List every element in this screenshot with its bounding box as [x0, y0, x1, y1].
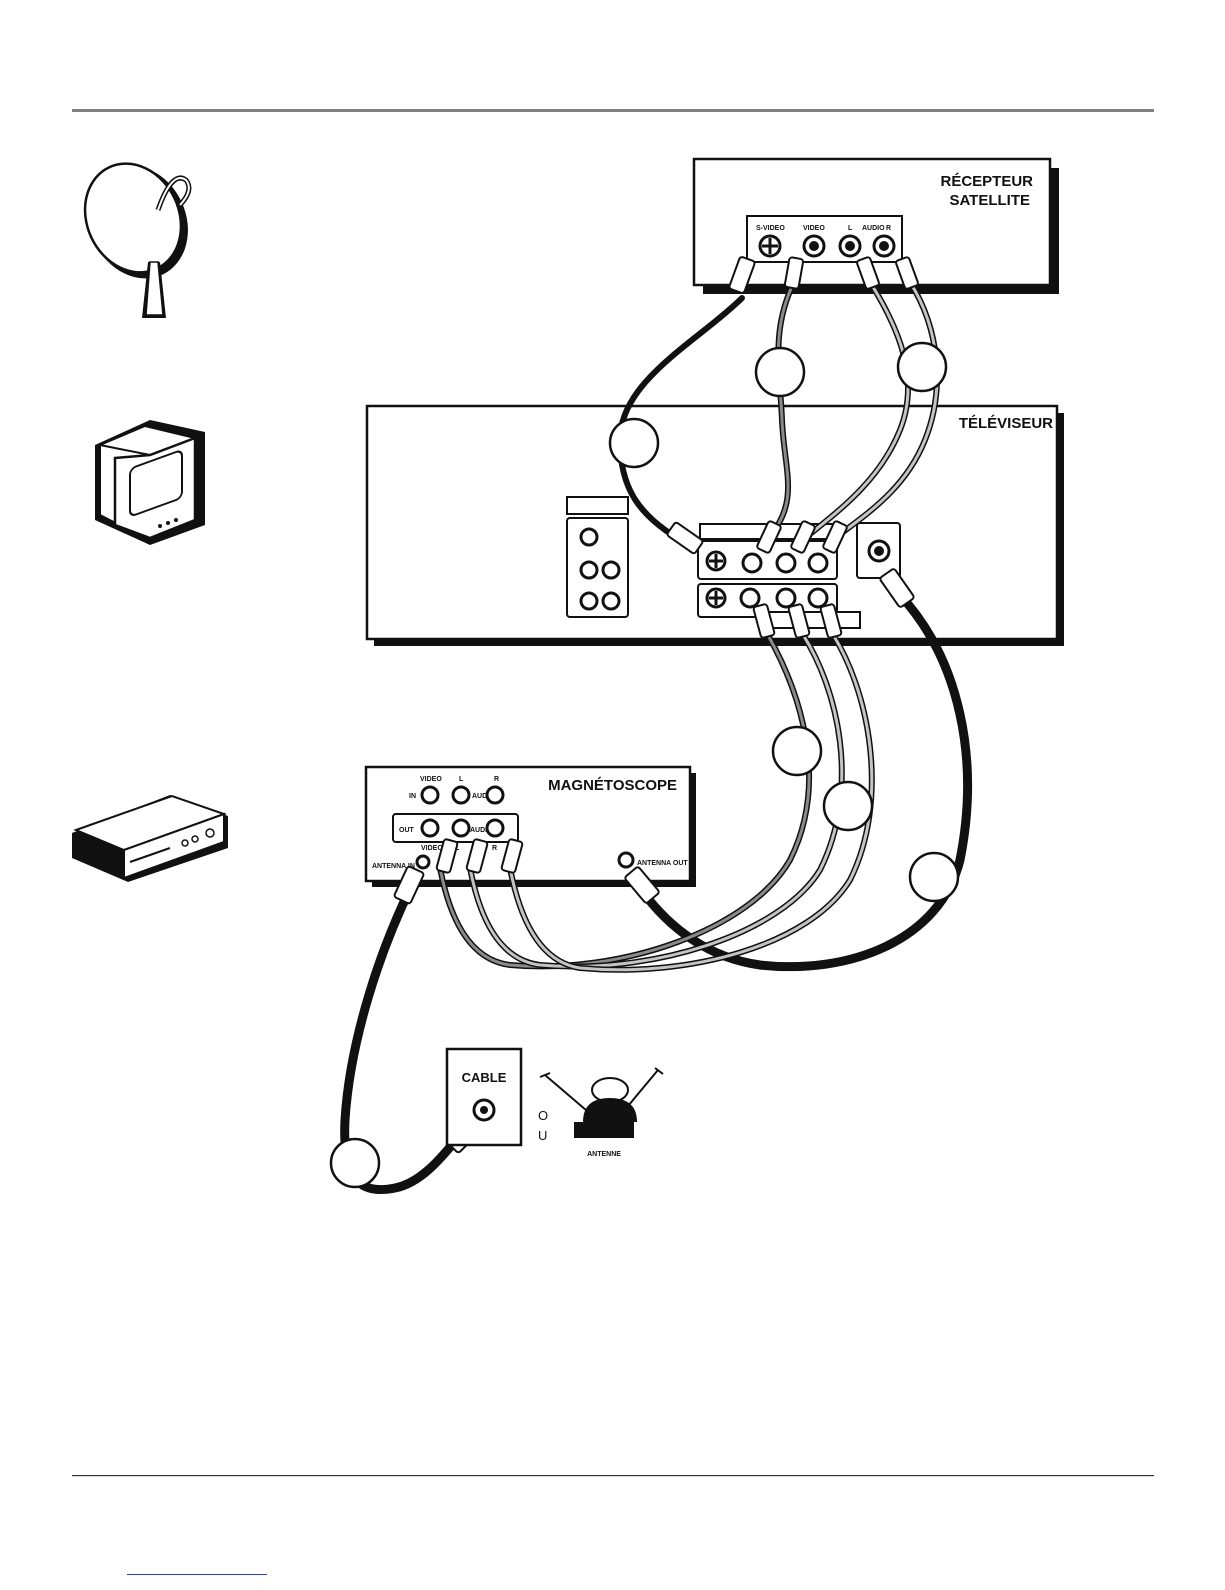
callout-video: [756, 348, 804, 396]
callout-tv-audio-out: [824, 782, 872, 830]
callout-audio: [898, 343, 946, 391]
sat-svideo-jack: [760, 236, 780, 256]
vcr-r-out-label: R: [492, 845, 497, 852]
or-letter-o: O: [538, 1108, 548, 1123]
vcr-antenna-out-label: ANTENNA OUT: [637, 860, 688, 867]
footer-link-underline[interactable]: [127, 1574, 267, 1575]
satellite-receiver-title-2: SATELLITE: [949, 192, 1030, 209]
antenna-icon: ANTENNE: [540, 1068, 663, 1158]
cable-title: CABLE: [462, 1070, 507, 1085]
vcr-antenna-out-jack: [619, 853, 633, 867]
sat-audio-label: AUDIO: [862, 225, 885, 232]
vcr-in-jacks: [422, 787, 503, 803]
sat-video-label: VIDEO: [803, 225, 825, 232]
vcr-title: MAGNÉTOSCOPE: [548, 777, 677, 794]
callout-svideo: [610, 419, 658, 467]
satellite-receiver-title-1: RÉCEPTEUR: [940, 173, 1033, 190]
vcr-l-in-label: L: [459, 776, 464, 783]
header-rule: [72, 109, 1154, 112]
callout-rf-wall: [331, 1139, 379, 1187]
or-letter-u: U: [538, 1128, 547, 1143]
sat-audio-l-jack: [840, 236, 860, 256]
vcr-video-out-label: VIDEO: [421, 845, 443, 852]
tv-antenna-jack: [869, 541, 889, 561]
television-title: TÉLÉVISEUR: [959, 415, 1053, 432]
cable-wall-plate: CABLE: [447, 1049, 521, 1145]
sat-r-label: R: [886, 225, 891, 232]
vcr-out-label: OUT: [399, 827, 415, 834]
television-rear-panel: TÉLÉVISEUR: [367, 406, 1064, 646]
callout-rf-tv: [910, 853, 958, 901]
sat-video-jack: [804, 236, 824, 256]
connector-plugs: [394, 256, 919, 1153]
vcr-video-in-label: VIDEO: [420, 776, 442, 783]
vcr-antenna-in-jack: [417, 856, 429, 868]
vcr-icon: [72, 795, 228, 882]
sat-l-label: L: [848, 225, 853, 232]
sat-svideo-label: S-VIDEO: [756, 225, 785, 232]
vcr-out-jacks: [422, 820, 503, 836]
footer-rule: [72, 1475, 1154, 1476]
vcr-in-label: IN: [409, 793, 416, 800]
vcr-r-in-label: R: [494, 776, 499, 783]
television-icon: [95, 420, 205, 545]
antenna-title: ANTENNE: [587, 1151, 621, 1158]
satellite-dish-icon: [68, 148, 206, 318]
callout-tv-video-out: [773, 727, 821, 775]
tv-left-jack-label-box: [567, 497, 628, 514]
tv-output-label-box: [760, 612, 860, 628]
sat-audio-r-jack: [874, 236, 894, 256]
